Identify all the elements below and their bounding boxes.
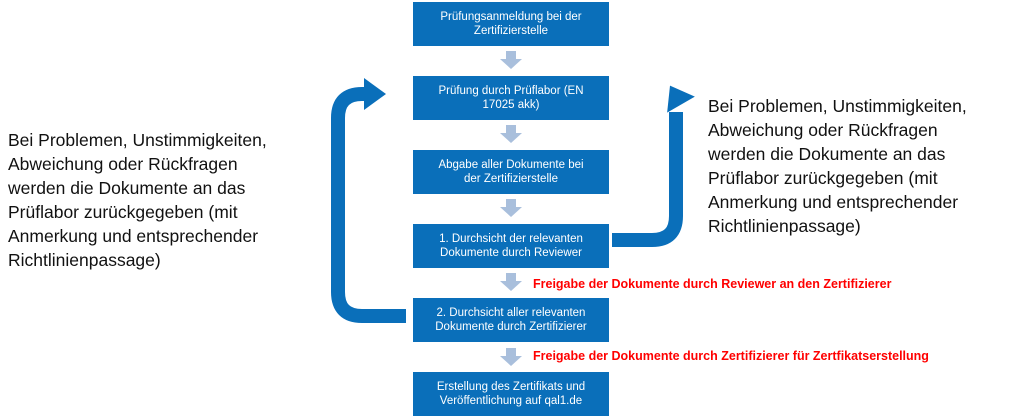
step-pruefung-pruflabor: Prüfung durch Prüflabor (EN 17025 akk) [413,76,609,120]
down-arrow-icon [500,51,522,69]
left-feedback-arrow [331,78,406,323]
step-erstellung-zertifikat: Erstellung des Zertifikats und Veröffent… [413,372,609,416]
release-zertifizierer-note: Freigabe der Dokumente durch Zertifizier… [533,349,929,363]
left-feedback-note: Bei Problemen, Unstimmigkeiten, Abweichu… [8,130,267,270]
right-feedback-arrow [612,85,695,247]
down-arrow-icon [500,125,522,143]
down-arrow-icon [500,273,522,291]
right-feedback-note: Bei Problemen, Unstimmigkeiten, Abweichu… [708,96,967,236]
step-label: Erstellung des Zertifikats und Veröffent… [436,381,586,407]
release-reviewer-note: Freigabe der Dokumente durch Reviewer an… [533,277,892,291]
down-arrow-icon [500,199,522,217]
step-durchsicht-reviewer: 1. Durchsicht der relevanten Dokumente d… [413,224,609,268]
step-abgabe-dokumente: Abgabe aller Dokumente bei der Zertifizi… [413,150,609,194]
step-label: Abgabe aller Dokumente bei der Zertifizi… [438,159,584,185]
step-label: Prüfungsanmeldung bei der Zertifizierste… [440,11,582,37]
step-pruefungsanmeldung: Prüfungsanmeldung bei der Zertifizierste… [413,2,609,46]
step-durchsicht-zertifizierer: 2. Durchsicht aller relevanten Dokumente… [413,298,609,342]
step-label: 1. Durchsicht der relevanten Dokumente d… [439,233,583,259]
down-arrow-icon [500,348,522,366]
step-label: Prüfung durch Prüflabor (EN 17025 akk) [438,85,584,111]
step-label: 2. Durchsicht aller relevanten Dokumente… [435,307,587,333]
